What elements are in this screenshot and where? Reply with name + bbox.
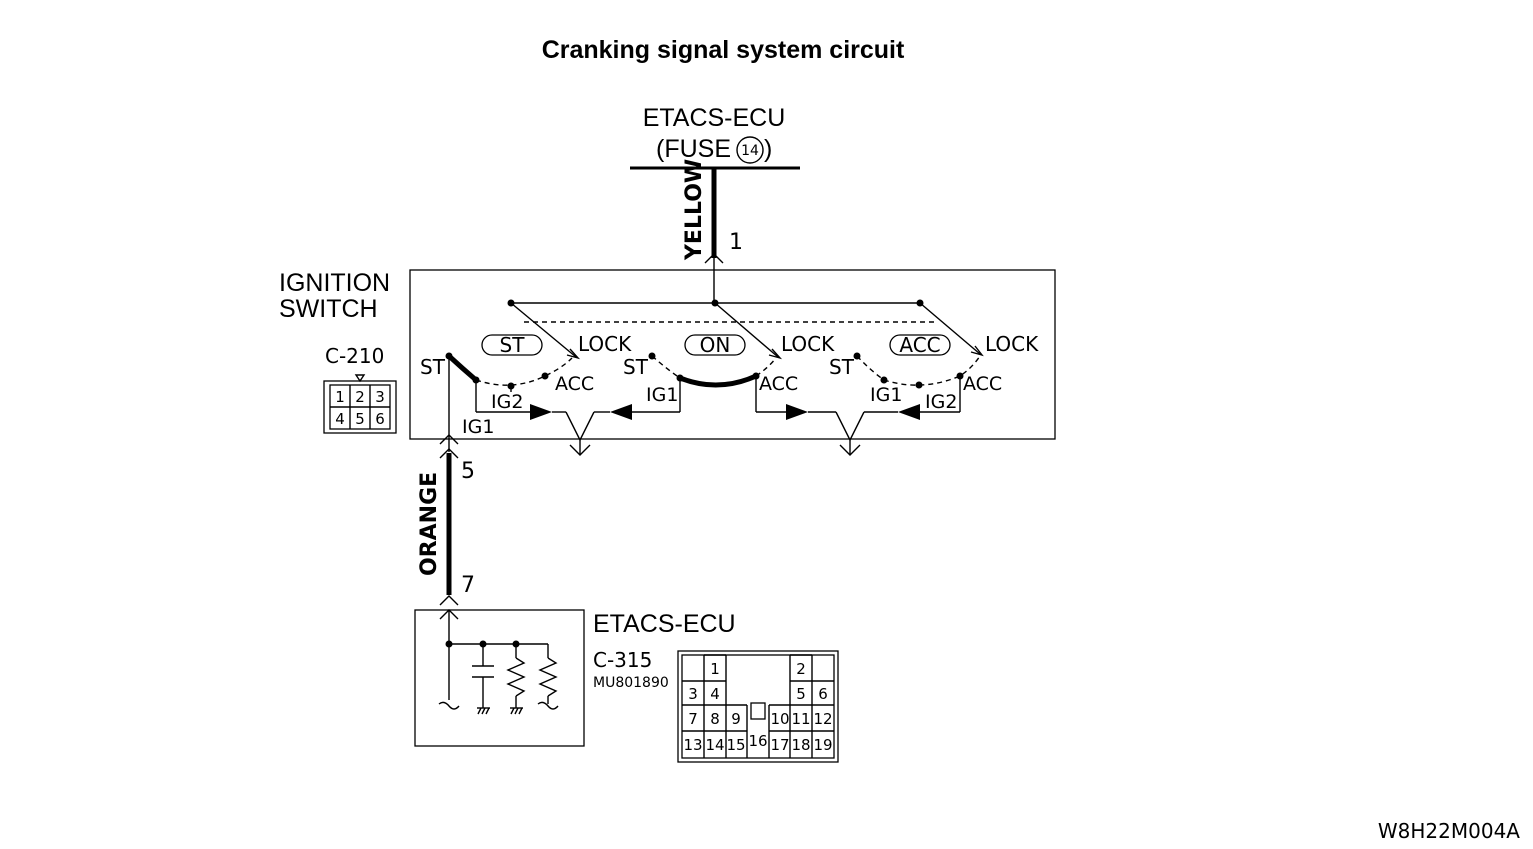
c210-pin-4: 4 (335, 410, 345, 428)
c315-pin-2: 2 (796, 660, 806, 678)
figure-code: W8H22M004A (1378, 819, 1520, 843)
pos3-ig1-label: IG1 (870, 384, 902, 406)
pin-5-label: 5 (461, 459, 475, 484)
top-ecu-name: ETACS-ECU (643, 104, 786, 132)
yellow-wire-label: YELLOW (682, 159, 707, 261)
pos3-ig2-label: IG2 (925, 391, 957, 413)
c315-pin-19: 19 (813, 736, 832, 754)
c315-pin-15: 15 (726, 736, 745, 754)
c315-part-number: MU801890 (593, 675, 669, 691)
c315-pin-13: 13 (683, 736, 702, 754)
fuse-prefix: (FUSE (656, 135, 731, 163)
bottom-etacs-ecu: ETACS-ECU C-315 MU801890 (414, 609, 736, 747)
pos1-st-label: ST (420, 355, 446, 379)
c210-pin-1: 1 (335, 388, 345, 406)
c315-pin-10: 10 (770, 710, 789, 728)
mode-st-label: ST (500, 333, 526, 357)
orange-wire-label: ORANGE (417, 472, 442, 576)
c210-pin-2: 2 (355, 388, 365, 406)
pos1-ig2-label: IG2 (491, 391, 523, 413)
c315-pin-7: 7 (688, 710, 698, 728)
pos2-lock-label: LOCK (781, 332, 835, 356)
pos3-lock-label: LOCK (985, 332, 1039, 356)
c315-label: C-315 (593, 648, 652, 672)
bottom-ecu-name: ETACS-ECU (593, 610, 736, 638)
c315-pin-4: 4 (710, 685, 720, 703)
c315-pin-1: 1 (710, 660, 720, 678)
c315-pin-14: 14 (705, 736, 724, 754)
pos3-acc-label: ACC (963, 373, 1002, 395)
mode-on-label: ON (700, 333, 731, 357)
bottom-ecu-box (414, 609, 585, 747)
c315-pin-5: 5 (796, 685, 806, 703)
pos2-acc-label: ACC (759, 373, 798, 395)
c210-pin-5: 5 (355, 410, 365, 428)
pos1-lock-label: LOCK (578, 332, 632, 356)
c315-pin-17: 17 (770, 736, 789, 754)
yellow-wire: YELLOW 1 (682, 159, 743, 302)
diagram-title: Cranking signal system circuit (542, 36, 905, 64)
pos3-st-label: ST (829, 355, 855, 379)
ignition-switch-box (409, 269, 1056, 440)
mode-acc-label: ACC (899, 333, 940, 357)
c315-pin-9: 9 (731, 710, 741, 728)
pos1-ig1-label: IG1 (462, 416, 494, 438)
c315-pin-18: 18 (791, 736, 810, 754)
ignition-switch-name-1: IGNITION (279, 269, 390, 297)
c315-pin-3: 3 (688, 685, 698, 703)
top-etacs-ecu: ETACS-ECU (FUSE 14 ) (630, 104, 800, 170)
pos2-st-label: ST (623, 355, 649, 379)
pos2-ig1-label: IG1 (646, 384, 678, 406)
c315-pin-12: 12 (813, 710, 832, 728)
c210-label: C-210 (325, 344, 384, 368)
c210-pin-3: 3 (375, 388, 385, 406)
orange-wire: 5 ORANGE 7 (417, 434, 475, 620)
pin-1-label: 1 (729, 230, 743, 255)
c315-pin-8: 8 (710, 710, 720, 728)
c315-pin-6: 6 (818, 685, 828, 703)
c315-pin-16: 16 (748, 732, 767, 750)
pos1-acc-label: ACC (555, 373, 594, 395)
ignition-switch-name-2: SWITCH (279, 295, 378, 323)
fuse-suffix: ) (764, 135, 772, 163)
fuse-number-circle (736, 136, 764, 164)
c315-pin-11: 11 (791, 710, 810, 728)
ignition-switch: IGNITION SWITCH ST LOCK ST ACC IG2 IG1 (279, 269, 1056, 456)
connector-c210: C-210 1 2 3 4 5 6 (323, 344, 397, 434)
c210-pin-6: 6 (375, 410, 385, 428)
fuse-number: 14 (741, 143, 759, 159)
pin-1-arrow (704, 253, 724, 264)
connector-c315: 1 2 3 4 5 6 7 8 9 10 11 12 13 14 15 16 1… (677, 650, 839, 763)
pin-7-label: 7 (461, 573, 475, 598)
